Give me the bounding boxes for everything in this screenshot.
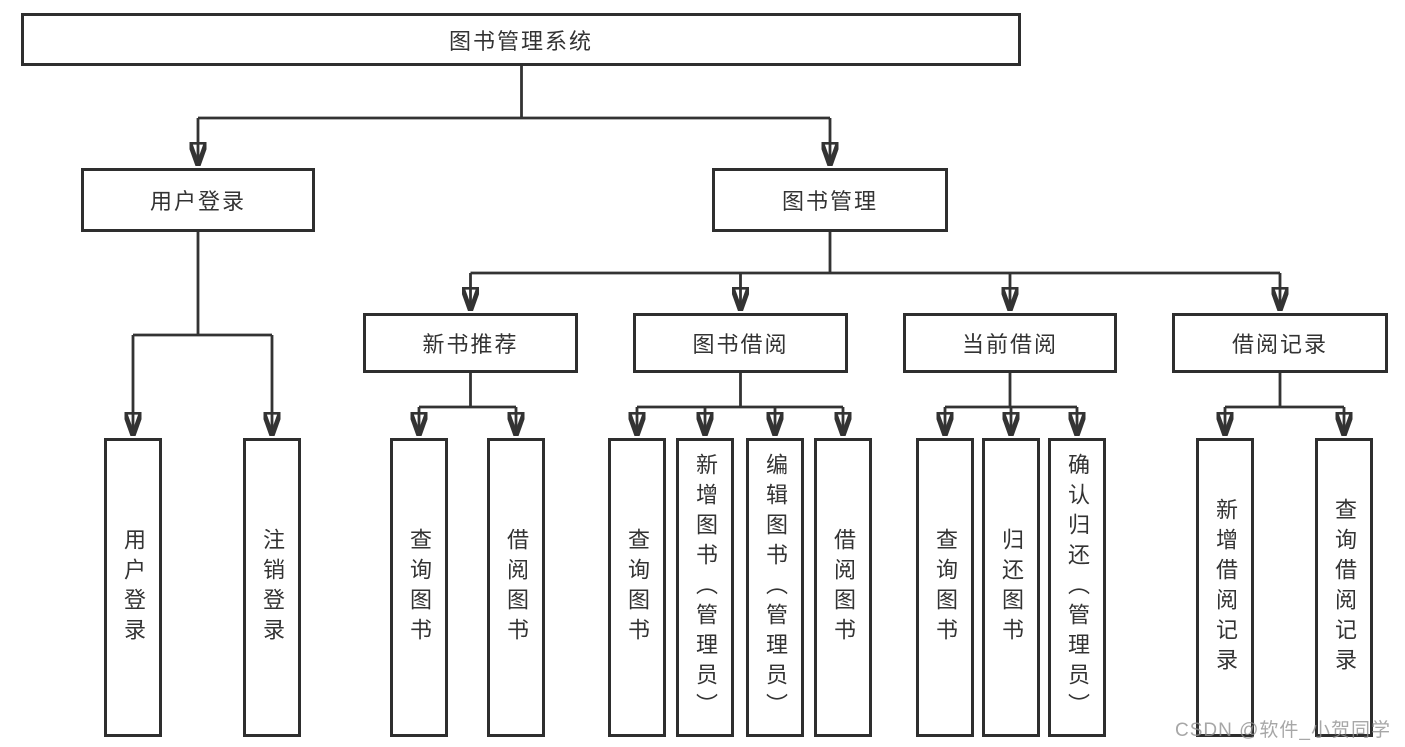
- leaf-logout: 注销登录: [243, 438, 301, 737]
- watermark: CSDN @软件_小贺同学: [1175, 720, 1391, 741]
- leaf-edit-book-admin: 编辑图书（管理员）: [746, 438, 804, 737]
- leaf-search-book-current: 查询图书: [916, 438, 974, 737]
- node-book-management: 图书管理: [712, 168, 948, 232]
- leaf-user-login: 用户登录: [104, 438, 162, 737]
- leaf-return-book: 归还图书: [982, 438, 1040, 737]
- leaf-search-borrow-record: 查询借阅记录: [1315, 438, 1373, 737]
- node-root: 图书管理系统: [21, 13, 1021, 66]
- leaf-borrow-book: 借阅图书: [814, 438, 872, 737]
- node-new-book-recommend: 新书推荐: [363, 313, 578, 373]
- leaf-confirm-return-admin: 确认归还（管理员）: [1048, 438, 1106, 737]
- leaf-add-borrow-record: 新增借阅记录: [1196, 438, 1254, 737]
- node-user-login: 用户登录: [81, 168, 315, 232]
- node-book-borrow: 图书借阅: [633, 313, 848, 373]
- leaf-add-book-admin: 新增图书（管理员）: [676, 438, 734, 737]
- leaf-borrow-book-recommend: 借阅图书: [487, 438, 545, 737]
- leaf-search-book-recommend: 查询图书: [390, 438, 448, 737]
- leaf-search-book-borrow: 查询图书: [608, 438, 666, 737]
- node-borrow-records: 借阅记录: [1172, 313, 1388, 373]
- node-current-borrow: 当前借阅: [903, 313, 1117, 373]
